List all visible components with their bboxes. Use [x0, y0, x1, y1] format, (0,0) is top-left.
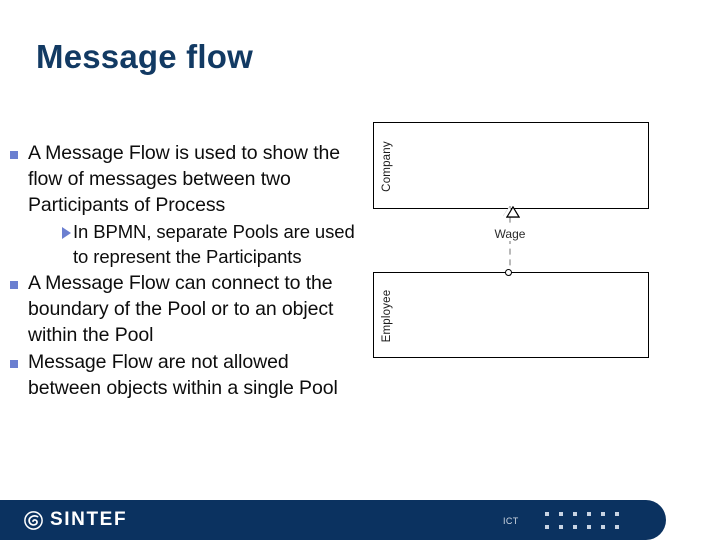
footer-dot — [573, 525, 577, 529]
pool-label: Employee — [381, 289, 393, 343]
sintef-swirl-icon — [24, 510, 43, 530]
footer-dot — [601, 525, 605, 529]
footer-dot — [587, 512, 591, 516]
list-item: A Message Flow can connect to the bounda… — [10, 270, 362, 348]
message-flow-connector: Wage — [492, 206, 528, 276]
list-item: A Message Flow is used to show the flow … — [10, 140, 362, 218]
footer-dot — [559, 512, 563, 516]
footer-dot — [615, 512, 619, 516]
message-flow-label: Wage — [476, 227, 544, 241]
bullet-list: A Message Flow is used to show the flow … — [10, 140, 362, 402]
message-flow-label-text: Wage — [492, 227, 528, 241]
list-item-label: Message Flow are not allowed between obj… — [28, 351, 338, 399]
footer-dot — [559, 525, 563, 529]
square-bullet-icon — [10, 360, 18, 368]
sintef-wordmark: SINTEF — [50, 509, 128, 530]
pool-label: Company — [381, 141, 393, 192]
list-item-label: In BPMN, separate Pools are used to repr… — [73, 221, 355, 267]
list-item: Message Flow are not allowed between obj… — [10, 349, 362, 401]
footer-dot — [545, 525, 549, 529]
triangle-bullet-icon — [62, 227, 71, 239]
footer-dot — [587, 525, 591, 529]
footer-bar: SINTEF ICT — [0, 500, 666, 540]
square-bullet-icon — [10, 281, 18, 289]
bpmn-pool-employee: Employee — [373, 272, 649, 358]
bpmn-message-flow-diagram: Company Employee Wage — [373, 122, 651, 358]
bpmn-pool-company: Company — [373, 122, 649, 209]
page-title: Message flow — [36, 38, 253, 75]
list-item-label: A Message Flow is used to show the flow … — [28, 142, 341, 216]
square-bullet-icon — [10, 151, 18, 159]
footer-unit-label: ICT — [503, 516, 519, 526]
footer-dot-grid — [545, 512, 629, 538]
message-flow-dashed-line — [509, 206, 511, 276]
hollow-circle-source-icon — [505, 269, 512, 276]
sintef-logo: SINTEF — [24, 509, 127, 531]
list-item: In BPMN, separate Pools are used to repr… — [10, 219, 362, 269]
footer-dot — [601, 512, 605, 516]
footer-dot — [573, 512, 577, 516]
list-item-label: A Message Flow can connect to the bounda… — [28, 272, 334, 346]
footer-dot — [545, 512, 549, 516]
footer-dot — [615, 525, 619, 529]
hollow-triangle-arrowhead-icon — [503, 206, 521, 218]
